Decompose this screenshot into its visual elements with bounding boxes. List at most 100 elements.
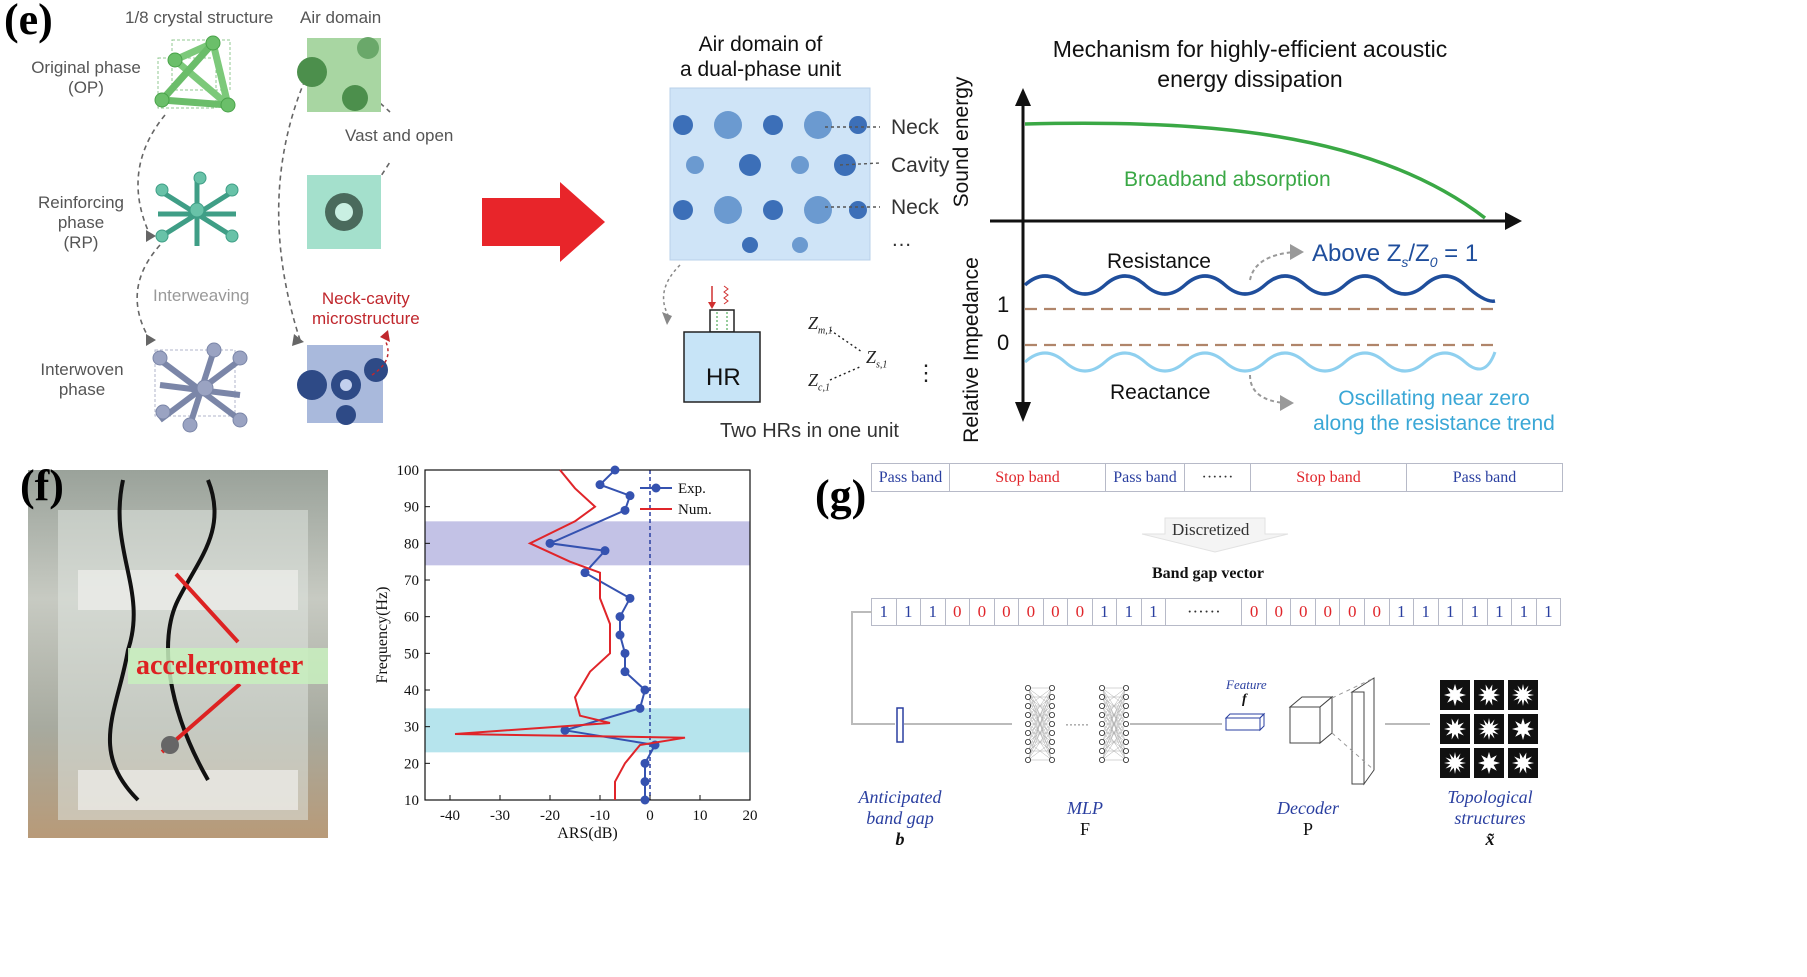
hr-arrowhead	[662, 312, 672, 325]
point-Exp.-11	[620, 667, 630, 677]
y-tick-label-2: 30	[404, 720, 419, 736]
z-c-label: Zc,1	[808, 370, 830, 394]
point-Exp.-7	[625, 593, 635, 603]
mlp-node	[1122, 685, 1129, 692]
topology-shape-7	[1478, 752, 1500, 774]
step-mlp-title: MLP	[1067, 798, 1103, 818]
mechanism-chart	[990, 88, 1522, 422]
mech-axis-right-arrow	[1505, 212, 1522, 230]
mlp-edge	[1101, 687, 1127, 761]
two-hrs-label: Two HRs in one unit	[720, 420, 899, 442]
vector-cell-14: 0	[1267, 599, 1292, 625]
mlp-node	[1024, 747, 1031, 754]
topology-shape-8	[1512, 752, 1534, 774]
resistance-curve	[1023, 274, 1496, 303]
broadband-label: Broadband absorption	[1124, 168, 1331, 191]
mlp-node	[1122, 747, 1129, 754]
callout-neck-1: Neck	[891, 116, 939, 139]
mlp-node	[1122, 703, 1129, 710]
point-Exp.-1	[595, 480, 605, 490]
point-Exp.-16	[640, 758, 650, 768]
y-tick-label-3: 40	[404, 683, 419, 699]
mlp-node	[1024, 721, 1031, 728]
series-line-Num.	[454, 469, 686, 800]
mlp-node	[1048, 747, 1055, 754]
band-cell-1: Stop band	[950, 464, 1106, 491]
air-domain-iw-tile	[297, 345, 388, 425]
y-axis-label: Frequency(Hz)	[374, 587, 391, 684]
point-Exp.-6	[580, 568, 590, 578]
rp-label: Reinforcing phase (RP)	[26, 193, 136, 253]
vector-cell-21: 1	[1439, 599, 1464, 625]
mech-title: Mechanism for highly-efficient acoustic …	[985, 34, 1515, 94]
iw-label: Interwoven phase	[26, 360, 138, 400]
y-tick-label-6: 70	[404, 573, 419, 589]
callout-neck-2: Neck	[891, 196, 939, 219]
shaded-band-1	[425, 708, 750, 753]
above-slash: /Z	[1408, 240, 1430, 267]
mlp-node	[1048, 756, 1055, 763]
reactance-curve	[1023, 351, 1497, 373]
accelerometer-label: accelerometer	[136, 650, 304, 681]
mlp-node	[1122, 721, 1129, 728]
mech-title-line2: energy dissipation	[1157, 66, 1343, 92]
mlp-node	[1024, 685, 1031, 692]
topological-structures-grid	[1440, 680, 1538, 778]
vector-cell-6: 0	[1019, 599, 1044, 625]
sound-energy-label: Sound energy	[950, 76, 973, 208]
band-cell-4: Stop band	[1251, 464, 1407, 491]
iw-crystal-icon	[152, 342, 248, 433]
neck-cavity-line2: microstructure	[312, 309, 420, 328]
mlp-node	[1024, 730, 1031, 737]
neck-cavity-label: Neck-cavity microstructure	[312, 289, 420, 329]
vector-cell-20: 1	[1414, 599, 1439, 625]
topology-shape-3	[1444, 718, 1466, 740]
oscillating-label: Oscillating near zero along the resistan…	[1294, 386, 1574, 436]
band-cell-2: Pass band	[1106, 464, 1185, 491]
step-anticipated-line2: band gap	[866, 808, 934, 828]
mlp-edge	[1027, 687, 1053, 743]
vector-cell-22: 1	[1463, 599, 1488, 625]
x-tick-label-1: -30	[490, 808, 510, 824]
mlp-edge	[1027, 723, 1053, 761]
vector-cell-5: 0	[995, 599, 1020, 625]
vector-connector	[851, 611, 895, 725]
mlp-node	[1098, 694, 1105, 701]
vector-cell-11: 1	[1142, 599, 1167, 625]
x-tick-label-0: -40	[440, 808, 460, 824]
mlp-node	[1098, 685, 1105, 692]
mlp-node	[1024, 694, 1031, 701]
mlp-node	[1048, 738, 1055, 745]
resistance-callout-arrowhead	[1290, 244, 1304, 260]
x-tick-label-5: 10	[693, 808, 708, 824]
air-domain-op-tile	[297, 37, 381, 112]
z-arrows	[829, 329, 863, 381]
mlp-edge	[1027, 687, 1053, 761]
z-s-sub: s,1	[876, 359, 888, 371]
dual-title-line2: a dual-phase unit	[679, 58, 842, 81]
point-Exp.-13	[635, 703, 645, 713]
op-label: Original phase (OP)	[26, 58, 146, 98]
mlp-node	[1048, 721, 1055, 728]
resistance-label: Resistance	[1107, 250, 1211, 273]
above-sub-0: 0	[1429, 253, 1438, 270]
vector-cell-4: 0	[970, 599, 995, 625]
vector-cell-19: 1	[1390, 599, 1415, 625]
z-c-main: Z	[808, 370, 819, 390]
mlp-edge	[1101, 687, 1127, 707]
decoder-icon	[1288, 677, 1375, 786]
y-tick-label-9: 100	[397, 463, 420, 479]
above-end: = 1	[1437, 240, 1479, 267]
col1-title: 1/8 crystal structure	[125, 8, 274, 27]
legend-marker-0	[651, 483, 661, 493]
point-Exp.-5	[600, 546, 610, 556]
mlp-node	[1098, 756, 1105, 763]
y-tick-label-7: 80	[404, 536, 419, 552]
dual-unit-pattern	[673, 111, 867, 253]
y-tick-label-0: 10	[404, 793, 419, 809]
legend-label-0: Exp.	[678, 481, 706, 497]
iw-label-line1: Interwoven	[40, 360, 124, 379]
z-m-label: Zm,1	[808, 313, 833, 337]
vector-cell-7: 0	[1044, 599, 1069, 625]
iw-label-line2: phase	[58, 380, 106, 399]
